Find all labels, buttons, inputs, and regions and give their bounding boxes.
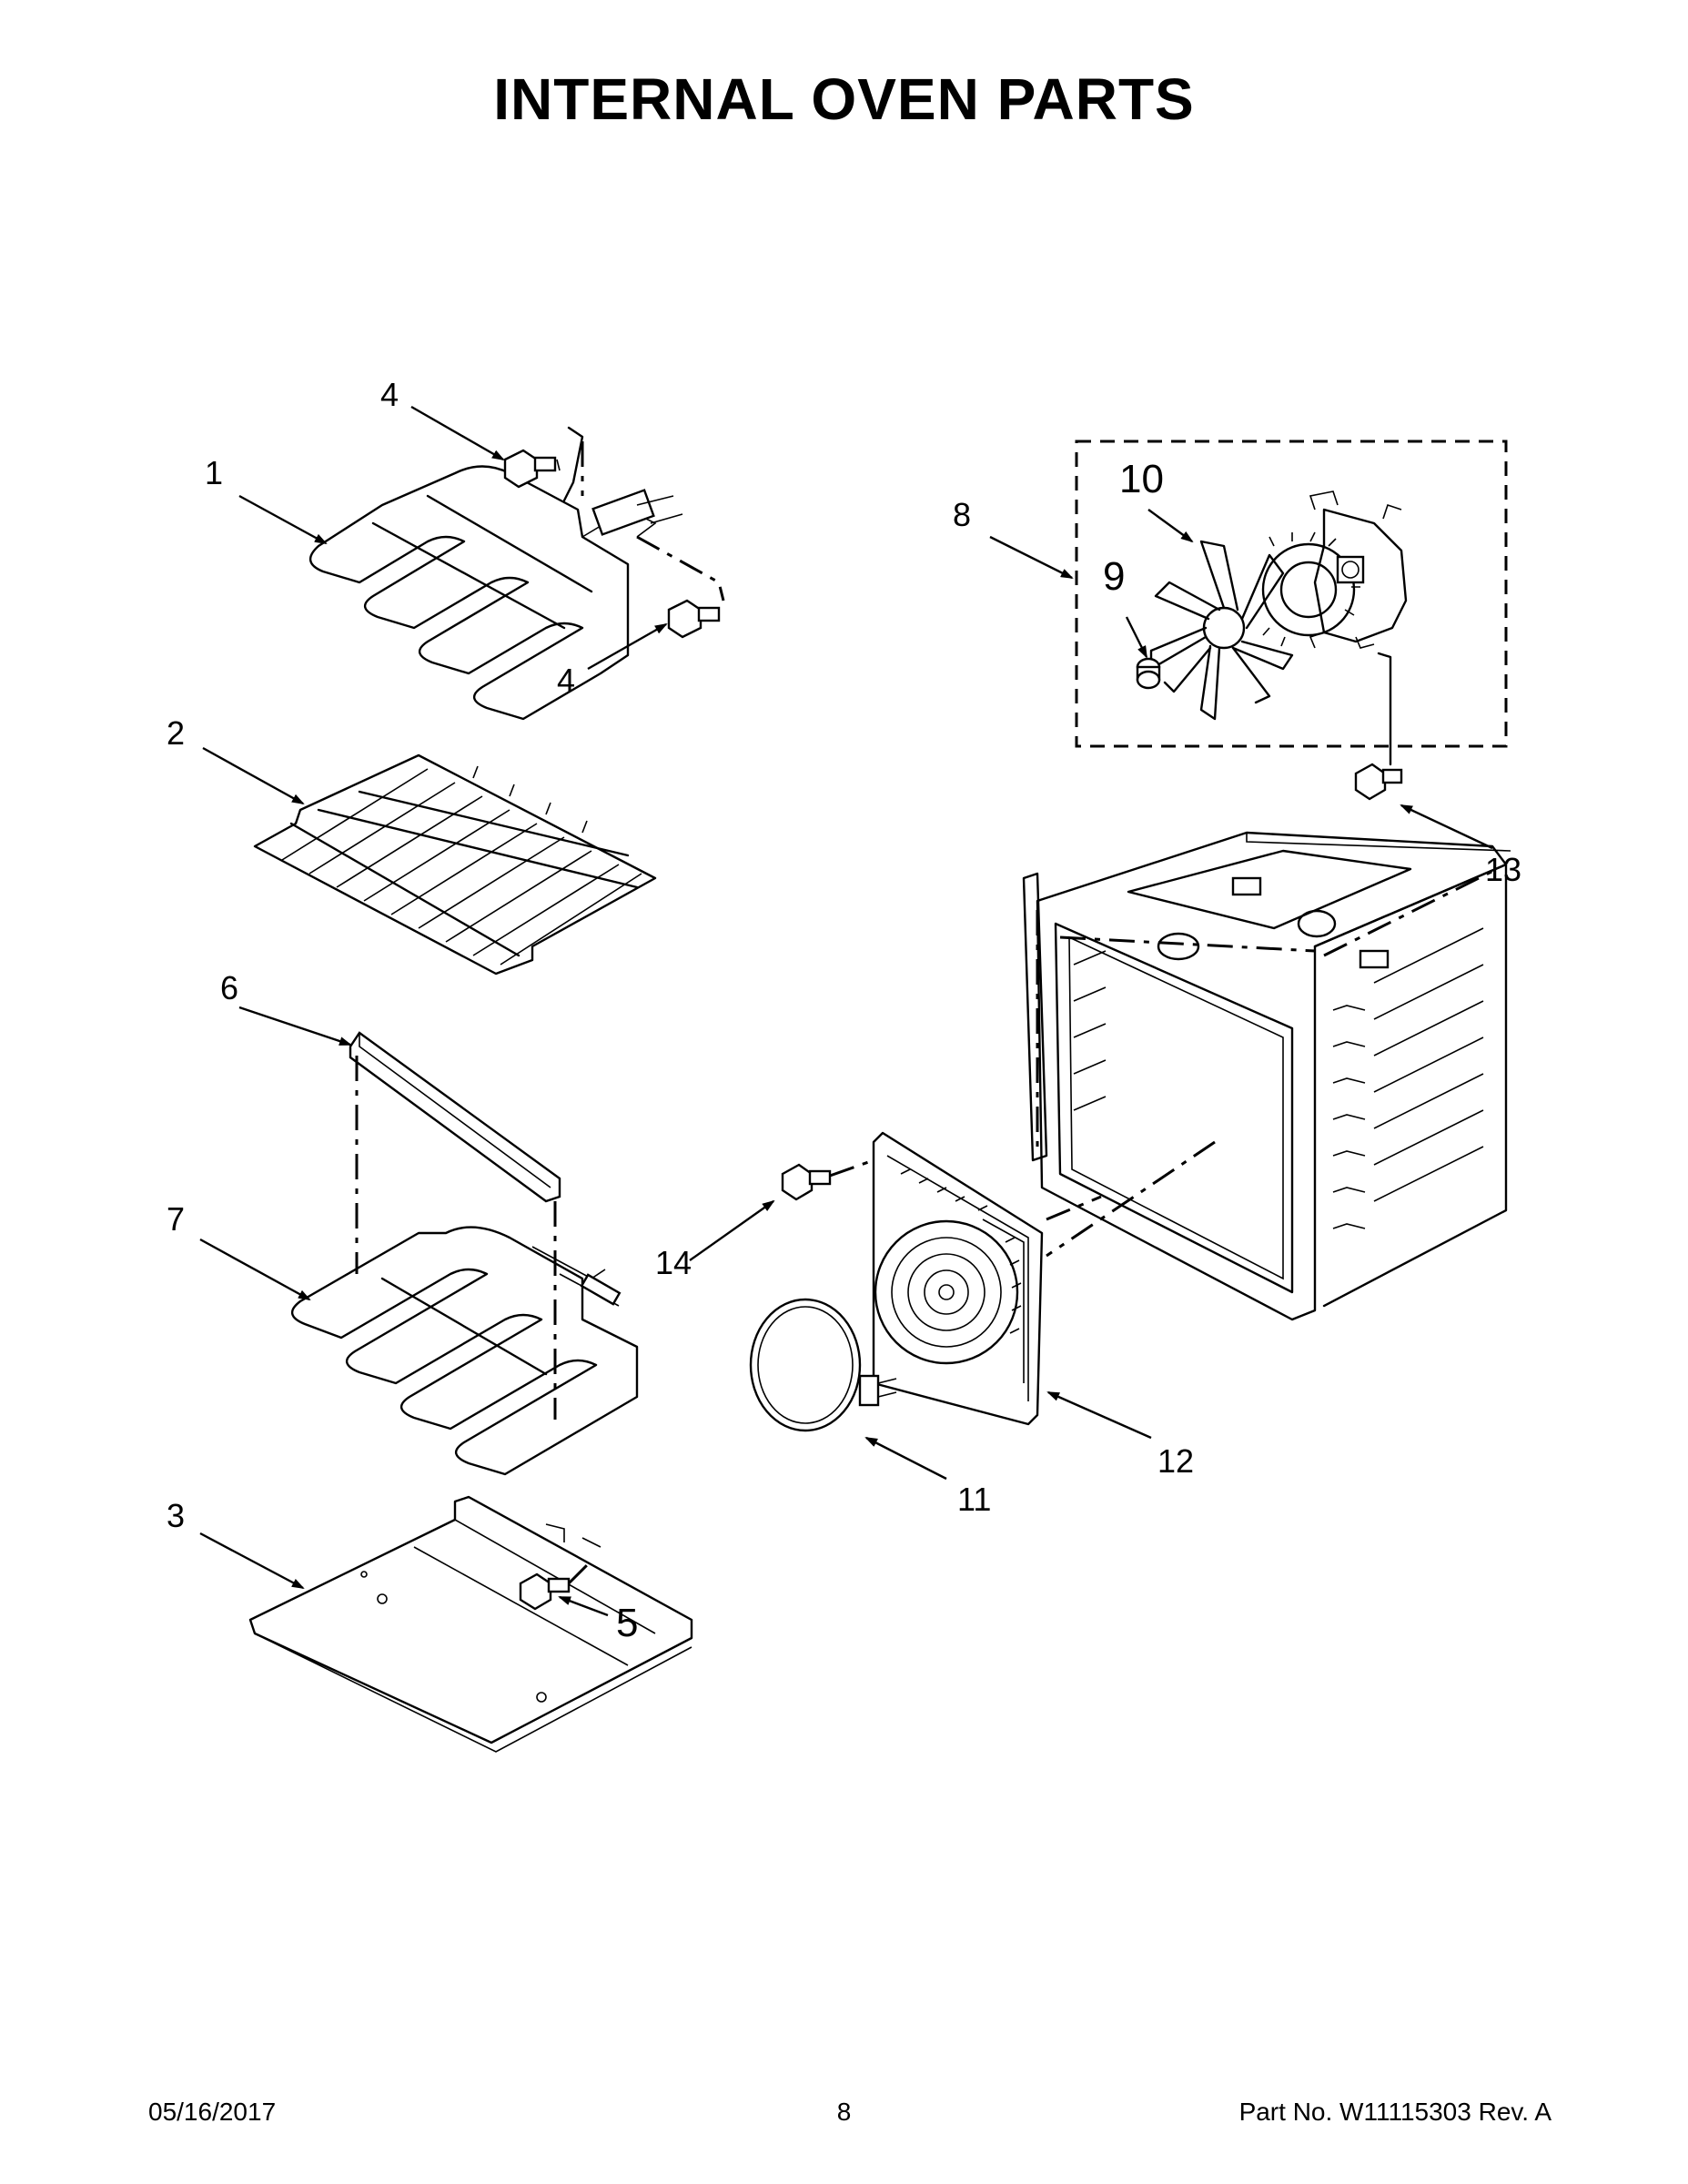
bake-element-cover-part-6[interactable] (349, 1031, 561, 1203)
footer-part-number: Part No. W11115303 Rev. A (1238, 2098, 1552, 2126)
oven-rack-part-2[interactable] (253, 753, 657, 976)
footer-date: 05/16/2017 (148, 2098, 277, 2126)
callout-12: 12 (1157, 1442, 1194, 1480)
callout-8: 8 (953, 496, 971, 533)
footer-page-number: 8 (836, 2098, 852, 2126)
callout-6: 6 (220, 969, 238, 1006)
callout-4-upper: 4 (380, 376, 399, 413)
leader-arrows (199, 405, 1493, 1617)
convection-motor[interactable] (1261, 490, 1408, 649)
floor-cover-part-3[interactable] (248, 1495, 693, 1753)
oven-cavity[interactable] (1022, 831, 1511, 1321)
convection-assembly-box-part-8[interactable] (1075, 440, 1508, 748)
callout-2: 2 (167, 714, 185, 752)
callout-11: 11 (957, 1481, 991, 1518)
bake-element-part-7[interactable] (291, 1226, 639, 1476)
convection-element-part-11[interactable] (749, 1298, 897, 1432)
callout-13: 13 (1485, 851, 1521, 888)
callout-14: 14 (655, 1244, 692, 1281)
callout-5: 5 (616, 1601, 638, 1645)
broil-element-part-1[interactable] (309, 426, 683, 721)
callout-10: 10 (1119, 457, 1164, 501)
callout-3: 3 (167, 1497, 185, 1534)
convection-cover-part-12[interactable] (872, 1131, 1044, 1426)
screw-part-13[interactable] (1354, 763, 1403, 801)
screw-part-14[interactable] (781, 1158, 874, 1201)
fan-blade-part-10[interactable] (1149, 540, 1294, 721)
fan-nut-part-9[interactable] (1136, 657, 1161, 690)
screw-part-4-lower[interactable] (667, 599, 721, 639)
callout-9: 9 (1103, 554, 1125, 599)
screw-part-4-upper[interactable] (503, 449, 561, 489)
callout-7: 7 (167, 1200, 185, 1238)
callout-4-lower: 4 (557, 662, 575, 699)
screw-part-5[interactable] (519, 1559, 593, 1611)
callout-1: 1 (205, 454, 223, 491)
page-title: INTERNAL OVEN PARTS (493, 66, 1195, 132)
